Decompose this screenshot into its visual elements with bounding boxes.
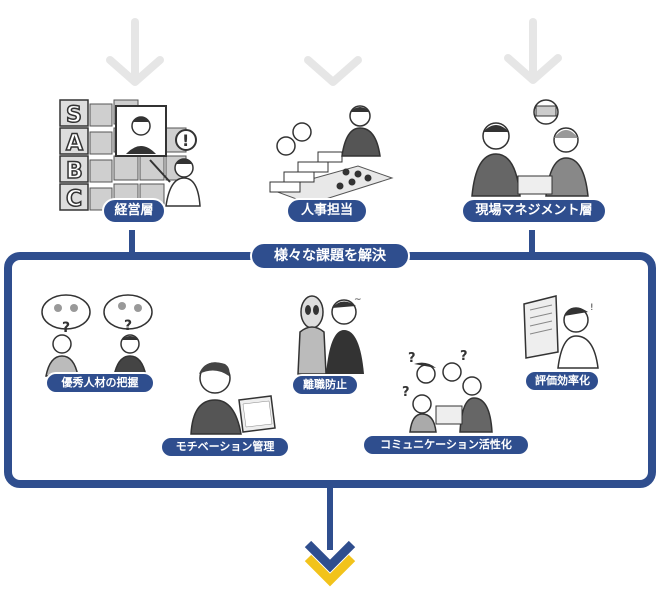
stressed-worker-illustration: ~ — [297, 295, 364, 375]
svg-text:?: ? — [402, 385, 410, 400]
desk-worker-illustration: ! — [523, 295, 599, 369]
svg-text:A: A — [66, 131, 83, 156]
issue-label-talent: 優秀人材の把握 — [45, 372, 155, 394]
svg-text:?: ? — [408, 351, 416, 366]
top-group-label-hr: 人事担当 — [286, 198, 368, 224]
down-chevron-icon — [304, 540, 356, 587]
issue-label-communication: コミュニケーション活性化 — [362, 434, 530, 456]
solve-title: 様々な課題を解決 — [250, 242, 410, 270]
confused-team-illustration: ? ? ? — [402, 349, 493, 433]
svg-text:!: ! — [590, 303, 594, 313]
svg-text:C: C — [66, 187, 82, 212]
svg-text:B: B — [66, 159, 83, 184]
hr-org-chart-illustration — [269, 105, 394, 205]
top-group-label-executive: 経営層 — [102, 198, 166, 224]
thinking-people-illustration: ? ? — [41, 294, 153, 377]
svg-text:S: S — [66, 103, 82, 128]
down-arrow-stem — [327, 486, 333, 550]
issue-label-motivation: モチベーション管理 — [160, 436, 290, 458]
svg-text:!: ! — [182, 131, 189, 150]
manager-meeting-illustration — [471, 99, 589, 197]
connector-line-right — [529, 230, 535, 256]
issue-label-evaluation: 評価効率化 — [524, 370, 600, 392]
svg-text:~: ~ — [354, 295, 362, 305]
laptop-worker-illustration — [190, 362, 276, 435]
faint-arrows — [106, 18, 562, 86]
faint-arrow-left — [106, 56, 164, 86]
top-group-label-manager: 現場マネジメント層 — [461, 198, 607, 224]
connector-line-left — [129, 230, 135, 256]
faint-arrow-center — [304, 56, 362, 86]
svg-text:?: ? — [460, 349, 468, 364]
svg-text:?: ? — [124, 318, 132, 334]
faint-arrow-right — [504, 54, 562, 84]
svg-text:?: ? — [62, 320, 70, 336]
issue-label-retention: 離職防止 — [291, 374, 359, 396]
